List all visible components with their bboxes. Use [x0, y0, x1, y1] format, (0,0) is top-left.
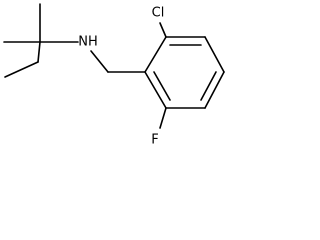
bond-quaternary-carbon-to-ethyl	[37, 41, 41, 63]
ring-bond-c6-c1	[144, 71, 167, 109]
atom-label-nitrogen: NH	[78, 35, 98, 50]
ring-double-bond-c6-c1-inner	[153, 71, 171, 101]
bond-ring-to-fluorine	[159, 107, 167, 129]
ring-double-bond-c4-c5-inner	[200, 71, 217, 101]
bond-ring-to-chlorine	[159, 22, 167, 38]
bond-nitrogen-to-methylene	[90, 50, 109, 73]
atom-label-chlorine: Cl	[152, 6, 165, 21]
ring-bond-c4-c5	[204, 71, 225, 109]
ring-bond-c3-c4	[204, 36, 225, 73]
atom-label-fluorine: F	[151, 133, 158, 148]
structural-formula-diagram: Cl NH F	[3, 3, 225, 148]
ring-bond-c1-c2	[144, 36, 167, 73]
bond-ethyl-to-terminal-methyl	[4, 61, 39, 78]
